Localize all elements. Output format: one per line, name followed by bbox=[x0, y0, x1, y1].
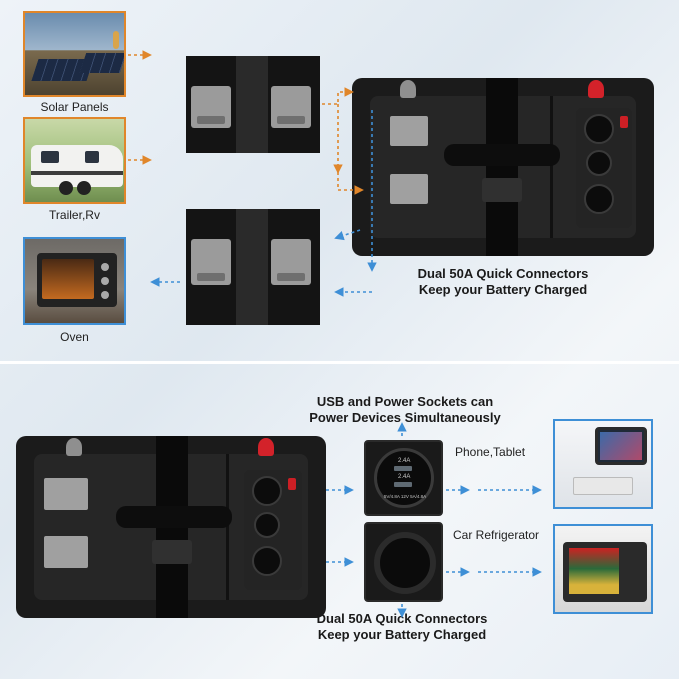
solar-panels-image bbox=[23, 11, 126, 97]
cigarette-socket-icon bbox=[374, 532, 436, 594]
anderson-connector-icon bbox=[390, 174, 428, 204]
usb-port-a-rating: 2.4A bbox=[398, 458, 411, 464]
oven-knob bbox=[101, 277, 109, 285]
usb-port-closeup: 2.4A 2.4A 5V/4.8A 12V 5A/4.8A bbox=[364, 440, 443, 516]
cigarette-socket-closeup bbox=[364, 522, 443, 602]
trailer-caption: Trailer,Rv bbox=[49, 208, 100, 222]
oven-image bbox=[23, 237, 126, 325]
negative-terminal-icon bbox=[400, 80, 416, 98]
cigarette-socket-icon bbox=[584, 184, 614, 214]
positive-terminal-icon bbox=[258, 438, 274, 456]
oven-caption: Oven bbox=[60, 330, 89, 344]
bottom-heading-line2: Keep your Battery Charged bbox=[317, 627, 487, 642]
anderson-connector-icon bbox=[271, 239, 311, 285]
bottom-top-heading: USB and Power Sockets can Power Devices … bbox=[280, 394, 530, 426]
bottom-panel: USB and Power Sockets can Power Devices … bbox=[0, 364, 679, 679]
anderson-connector-icon bbox=[271, 86, 311, 128]
car-refrigerator-image bbox=[553, 524, 653, 614]
trailer-wheel bbox=[59, 181, 73, 195]
anderson-connector-icon bbox=[191, 86, 231, 128]
usb-slot bbox=[394, 466, 412, 471]
cigarette-socket-icon bbox=[252, 546, 282, 576]
strap-buckle bbox=[152, 540, 192, 564]
person-figure bbox=[113, 31, 119, 49]
usb-port-b-rating: 2.4A bbox=[398, 474, 411, 480]
battery-box-top bbox=[352, 78, 654, 256]
oven-knob bbox=[101, 291, 109, 299]
trailer-window bbox=[41, 151, 59, 163]
battery-handle bbox=[444, 144, 560, 166]
bottom-top-heading-line1: USB and Power Sockets can bbox=[316, 394, 494, 409]
cigarette-socket-icon bbox=[252, 476, 282, 506]
phone-tablet-label: Phone,Tablet bbox=[455, 445, 526, 459]
phone-tablet-image bbox=[553, 419, 653, 509]
usb-rating-text: 5V/4.8A 12V 5A/4.8A bbox=[383, 494, 427, 499]
usb-socket-icon bbox=[586, 150, 612, 176]
top-heading-line2: Keep your Battery Charged bbox=[418, 282, 588, 297]
anderson-connector-icon bbox=[191, 239, 231, 285]
keyboard bbox=[573, 477, 633, 495]
solar-panels-caption: Solar Panels bbox=[40, 100, 109, 114]
battery-handle bbox=[116, 506, 232, 528]
anderson-connector-icon bbox=[44, 536, 88, 568]
input-connector-closeup bbox=[186, 56, 320, 153]
top-heading: Dual 50A Quick Connectors Keep your Batt… bbox=[388, 266, 618, 298]
trailer-stripe bbox=[31, 171, 123, 175]
usb-socket-icon bbox=[254, 512, 280, 538]
refrigerator-contents bbox=[569, 548, 619, 594]
power-switch-icon bbox=[620, 116, 628, 128]
top-heading-line1: Dual 50A Quick Connectors bbox=[417, 266, 589, 281]
trailer-wheel bbox=[77, 181, 91, 195]
tablet-device bbox=[595, 427, 647, 465]
anderson-connector-icon bbox=[390, 116, 428, 146]
top-panel: Solar Panels Trailer,Rv Oven bbox=[23, 11, 654, 344]
battery-box-bottom bbox=[16, 436, 326, 618]
strap bbox=[236, 56, 268, 153]
bottom-heading-line1: Dual 50A Quick Connectors bbox=[316, 611, 488, 626]
positive-terminal-icon bbox=[588, 80, 604, 98]
tablet-screen bbox=[600, 432, 642, 460]
power-switch-icon bbox=[288, 478, 296, 490]
trailer-image bbox=[23, 117, 126, 204]
strap bbox=[236, 209, 268, 325]
oven-window bbox=[42, 259, 94, 299]
usb-slot bbox=[394, 482, 412, 487]
solar-panel-row bbox=[79, 53, 124, 73]
negative-terminal-icon bbox=[66, 438, 82, 456]
battery-rib bbox=[550, 96, 553, 238]
section-divider bbox=[0, 361, 679, 364]
oven-knob bbox=[101, 263, 109, 271]
trailer-window bbox=[85, 151, 99, 163]
strap-buckle bbox=[482, 178, 522, 202]
car-refrigerator-label: Car Refrigerator bbox=[453, 528, 540, 542]
bottom-top-heading-line2: Power Devices Simultaneously bbox=[309, 410, 501, 425]
strap-belt bbox=[486, 78, 518, 256]
bottom-heading: Dual 50A Quick Connectors Keep your Batt… bbox=[284, 611, 520, 643]
anderson-connector-icon bbox=[44, 478, 88, 510]
cigarette-socket-icon bbox=[584, 114, 614, 144]
usb-socket-icon bbox=[374, 448, 434, 508]
output-connector-closeup bbox=[186, 209, 320, 325]
battery-rib bbox=[226, 454, 229, 600]
